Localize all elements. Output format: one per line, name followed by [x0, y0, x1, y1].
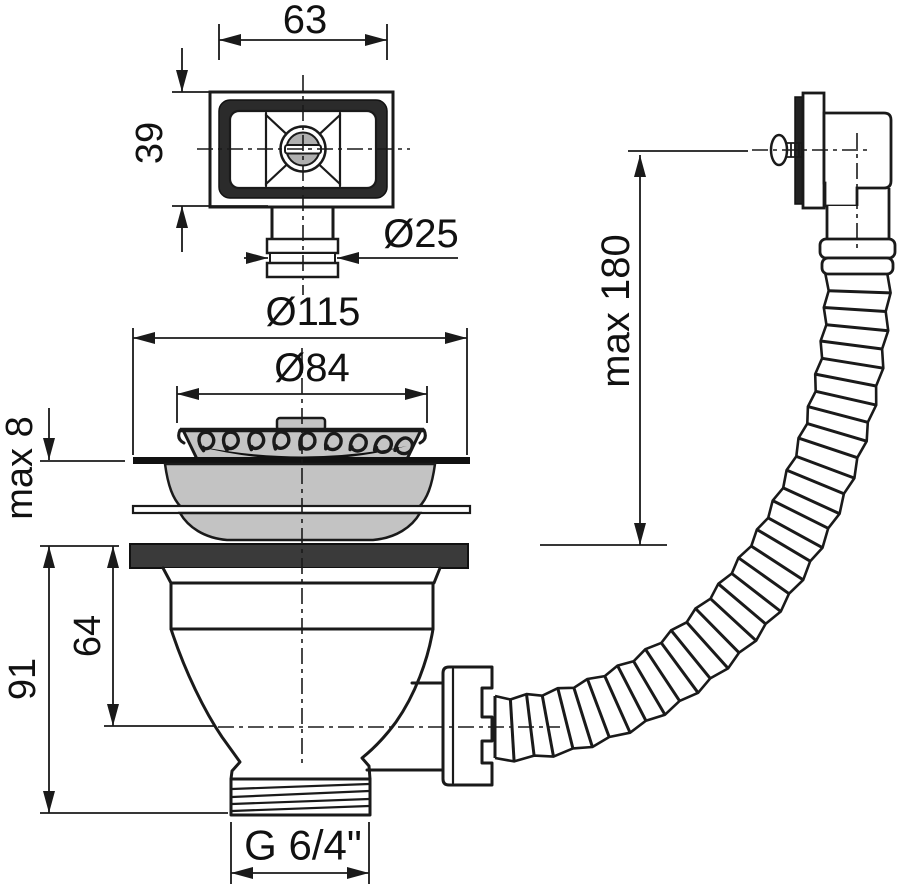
dimension-39: 39: [129, 48, 268, 252]
hose-rib: [820, 339, 883, 351]
arrow-down-icon: [634, 523, 646, 545]
dim-d25-label: Ø25: [383, 212, 459, 256]
arrow-down-icon: [43, 791, 55, 813]
hose-rib: [540, 695, 555, 757]
hose-rib: [782, 486, 841, 516]
hose-rib: [815, 389, 877, 407]
basket-rim-ends: [177, 428, 427, 445]
hose-collar-ring-2: [820, 256, 895, 276]
hose-rib: [772, 499, 829, 530]
dimension-64: 64: [67, 546, 214, 727]
dimension-max8: max 8: [0, 408, 125, 547]
arrow-left-icon: [219, 34, 241, 46]
dim-63-label: 63: [283, 0, 328, 42]
hose-rib: [826, 323, 889, 333]
dim-64-label: 64: [67, 615, 109, 657]
strainer-assembly: [129, 416, 472, 569]
elbow-body: [822, 111, 893, 208]
hose-rib: [556, 687, 575, 749]
dimension-thread: G 6/4": [230, 822, 370, 884]
hose-inner-edge: [494, 271, 830, 701]
hose-rib: [572, 687, 594, 748]
hose-rib: [814, 372, 877, 388]
arrow-right-icon: [445, 332, 467, 344]
dimension-max180: max 180: [540, 150, 748, 546]
dimension-d25: Ø25: [244, 212, 459, 264]
hose-rib: [632, 660, 667, 716]
arrow-up-icon: [43, 546, 55, 568]
basket-base-shadow: [197, 446, 407, 460]
dim-max8-label: max 8: [0, 416, 41, 519]
arrow-up-icon: [634, 155, 646, 177]
arrow-right-icon: [405, 388, 427, 400]
hose-rib: [786, 468, 845, 496]
arrow-right-icon: [347, 867, 369, 879]
dim-d84-label: Ø84: [274, 346, 350, 390]
hose-collar-ring-1: [818, 237, 897, 260]
arrow-up-icon: [107, 546, 119, 568]
hose-rib: [685, 621, 730, 670]
rubber-gasket: [129, 543, 469, 569]
dimension-63: 63: [218, 0, 388, 60]
hose-rib: [821, 356, 884, 370]
hose-rib: [694, 607, 741, 654]
hose-rib: [709, 597, 758, 642]
elbow-pipe-fill: [828, 206, 888, 239]
hose-rib: [823, 306, 886, 313]
dimension-91: 91: [2, 546, 228, 814]
arrow-down-icon: [176, 70, 188, 92]
arrow-down-icon: [43, 438, 55, 460]
hose-rib: [737, 556, 790, 595]
dimension-d115: Ø115: [132, 290, 468, 455]
hose-rib: [795, 454, 855, 480]
dim-thread-label: G 6/4": [244, 822, 362, 869]
overflow-hose: [493, 270, 892, 763]
hose-rib: [644, 648, 681, 702]
funnel-body: [161, 566, 446, 817]
hose-rib: [767, 516, 824, 550]
overflow-pipe-stub: [270, 205, 335, 241]
hose-rib: [756, 528, 811, 563]
arrow-left-icon: [133, 332, 155, 344]
hose-rib: [616, 664, 648, 722]
upper-bowl: [163, 462, 437, 509]
hose-rib: [828, 289, 891, 295]
hose-rib: [525, 693, 536, 756]
arrow-left-icon: [231, 867, 253, 879]
centerlines: [197, 75, 872, 768]
arrow-left-icon: [177, 388, 199, 400]
dim-91-label: 91: [2, 658, 44, 700]
elbow-pipe-edges: [825, 188, 891, 240]
hose-rib: [798, 436, 858, 460]
dim-max180-label: max 180: [594, 234, 638, 387]
arrow-down-icon: [107, 704, 119, 726]
hose-rib: [669, 629, 712, 680]
hose-rib: [585, 678, 611, 738]
hose-rib: [508, 699, 516, 762]
hose-fill: [495, 272, 891, 762]
lower-bowl: [177, 511, 423, 542]
thread-lines: [231, 782, 370, 813]
arrow-right-icon: [365, 34, 387, 46]
hose-rib: [660, 642, 700, 694]
overflow-elbow: [769, 91, 897, 276]
hose-rib: [603, 675, 632, 734]
dim-39-label: 39: [129, 122, 171, 164]
hose-union-nut: [441, 665, 494, 787]
dimension-d84: Ø84: [176, 346, 428, 423]
arrow-right-icon: [246, 252, 268, 264]
hose-rib: [717, 582, 767, 626]
hose-rib: [750, 544, 805, 582]
hose-rib: [806, 422, 868, 443]
hose-rib: [730, 572, 782, 613]
arrow-up-icon: [176, 206, 188, 228]
arrow-left-icon: [337, 252, 359, 264]
hose-rib: [807, 405, 869, 424]
dim-d115-label: Ø115: [266, 290, 361, 334]
basket-slots: [197, 430, 415, 456]
overflow-front-view: [208, 90, 395, 279]
